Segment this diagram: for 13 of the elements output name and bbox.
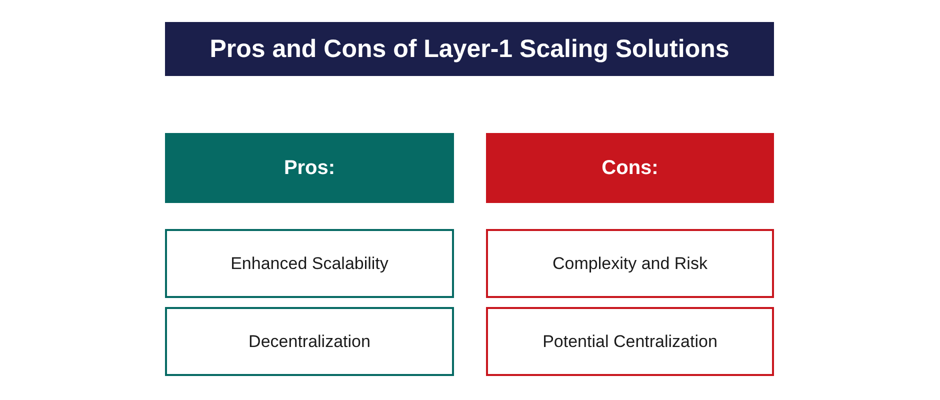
item-label: Decentralization: [248, 332, 370, 352]
column-header: [486, 133, 774, 203]
item-box: [165, 229, 454, 298]
item-label: Enhanced Scalability: [230, 254, 388, 274]
item-label: Cons:: [602, 156, 658, 180]
item-box: [486, 307, 774, 376]
item-box: [165, 307, 454, 376]
column-header: [165, 133, 454, 203]
item-label: Potential Centralization: [542, 332, 718, 352]
item-label: Complexity and Risk: [552, 254, 708, 274]
item-box: [486, 229, 774, 298]
title-banner: Pros and Cons of Layer-1 Scaling Solutions: [165, 22, 774, 76]
item-label: Pros:: [284, 156, 336, 180]
